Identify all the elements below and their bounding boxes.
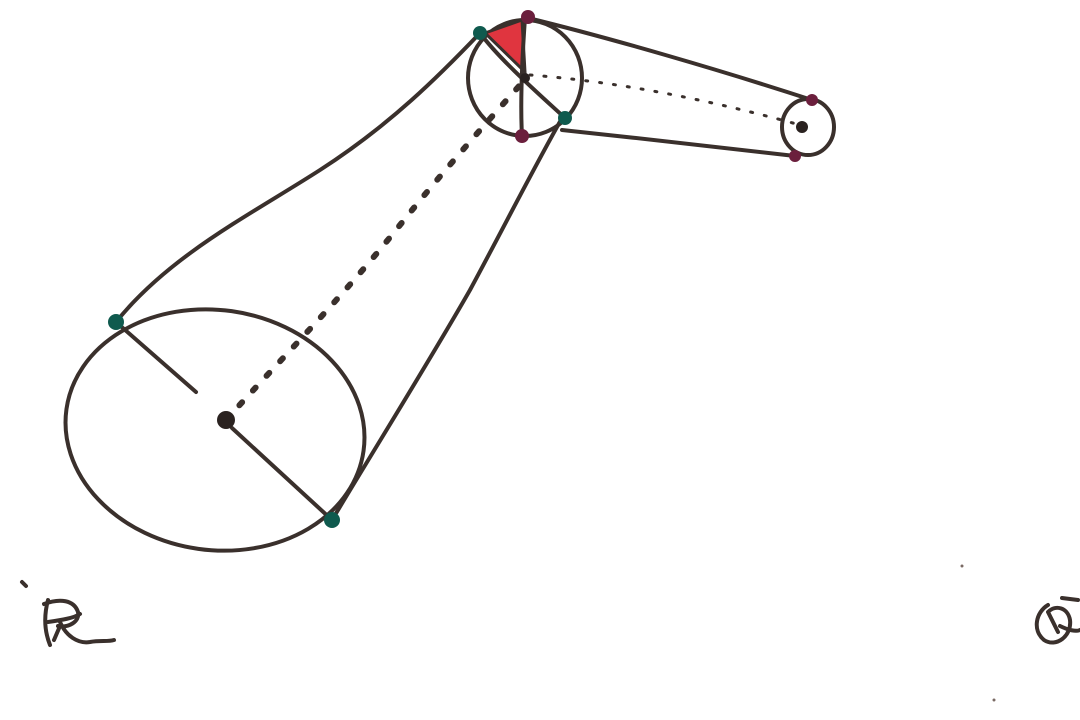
stray-mark	[960, 564, 964, 568]
teal-point	[324, 512, 340, 528]
cone-edge-upper	[114, 31, 482, 324]
cone-axis-dotted	[223, 82, 523, 423]
teal-point	[108, 314, 124, 330]
handwritten-glyph-right	[1034, 596, 1080, 645]
stray-mark	[992, 698, 996, 702]
teal-point	[473, 26, 487, 40]
large-ellipse-diameter	[114, 320, 334, 522]
small-circle-center	[520, 73, 530, 83]
truncated-axis-dotted	[528, 73, 802, 127]
large-ellipse	[63, 307, 367, 553]
maroon-point	[515, 129, 529, 143]
truncated-cone-edge-upper	[526, 16, 814, 102]
truncated-cone-edge-lower	[560, 128, 797, 158]
maroon-point	[789, 150, 801, 162]
teal-point	[558, 111, 572, 125]
maroon-point	[806, 94, 818, 106]
tiny-circle-center	[796, 121, 808, 133]
handwritten-glyph-left	[20, 580, 116, 647]
maroon-point	[521, 10, 535, 24]
large-ellipse-center	[217, 411, 235, 429]
cone-edge-lower	[330, 116, 564, 522]
